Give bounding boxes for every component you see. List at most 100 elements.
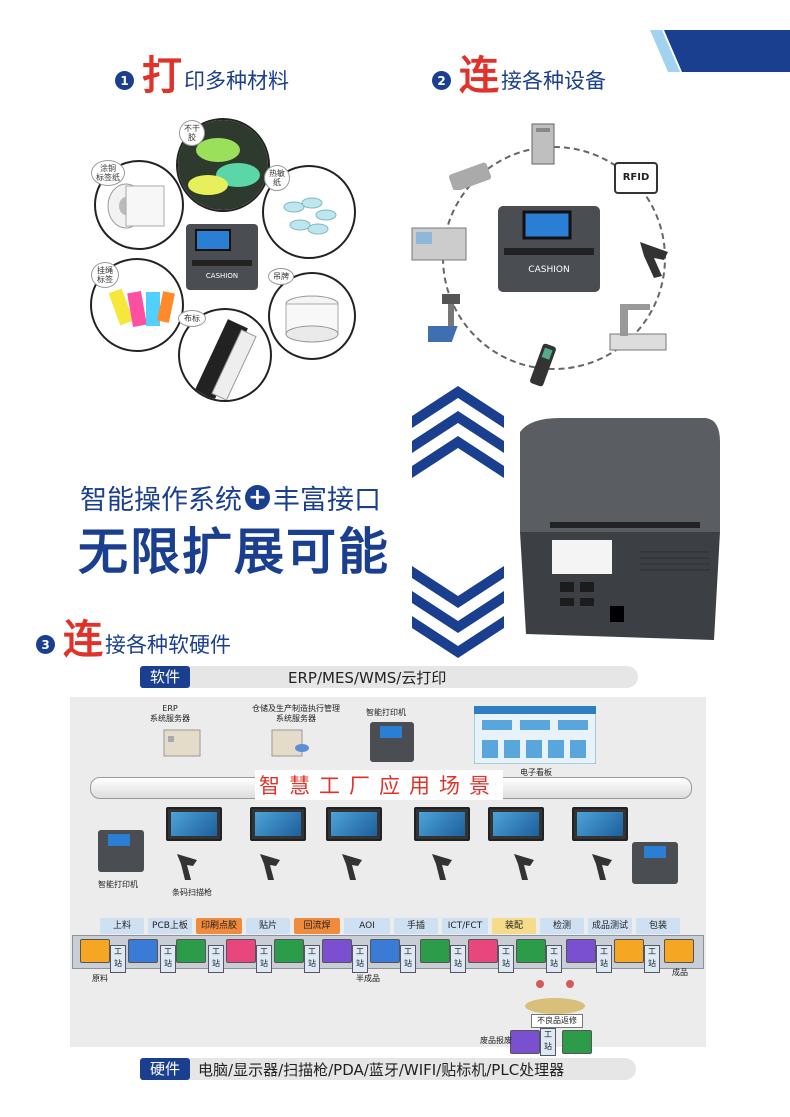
scrap-label: 废品报废	[480, 1036, 512, 1045]
raw-material-label: 原料	[92, 974, 108, 983]
section1-title-rest: 印多种材料	[184, 69, 289, 93]
product-tray	[322, 939, 352, 963]
section2-number-badge: 2	[432, 71, 451, 90]
hangtag-roll-image	[268, 272, 356, 360]
barcode-scanner-icon	[514, 854, 534, 880]
barcode-scanner-icon	[177, 854, 197, 880]
corner-accent-shape	[650, 30, 790, 72]
station-monitor	[166, 807, 222, 841]
software-tag: 软件	[140, 666, 191, 688]
weighing-scale-icon	[428, 294, 460, 342]
section2-heading: 2 连 接各种设备	[432, 56, 606, 96]
work-station-box: 工站	[596, 945, 612, 973]
work-station-box: 工站	[256, 945, 272, 973]
product-tray	[562, 1030, 592, 1054]
software-bar: 软件 ERP/MES/WMS/云打印	[140, 666, 638, 688]
product-tray	[566, 939, 596, 963]
barcode-scanner-icon	[432, 854, 452, 880]
barcode-scanner-icon	[342, 854, 362, 880]
erp-server-icon	[163, 729, 201, 757]
work-station-box: 工站	[644, 945, 660, 973]
top-printer-icon	[370, 722, 414, 762]
cloth-label: 布标	[178, 310, 206, 327]
top-printer-label: 智能打印机	[366, 708, 406, 717]
work-station-box: 工站	[304, 945, 320, 973]
nodry-label-roll-image	[176, 118, 270, 212]
hardware-list: 电脑/显示器/扫描枪/PDA/蓝牙/WIFI/贴标机/PLC处理器	[198, 1060, 565, 1079]
stage-label: 上料	[100, 918, 144, 934]
printer-brand-text: CASHION	[206, 272, 238, 280]
work-station-box: 工站	[400, 945, 416, 973]
work-station-box: 工站	[540, 1028, 556, 1056]
pc-tower-icon	[531, 123, 555, 165]
printer-brand-text: CASHION	[528, 265, 569, 275]
product-tray	[614, 939, 644, 963]
station-monitor	[326, 807, 382, 841]
pda-handheld-icon	[530, 343, 556, 387]
work-station-box: 工站	[498, 945, 514, 973]
rework-workers-icon	[525, 980, 585, 1014]
work-station-box: 工站	[546, 945, 562, 973]
section1-number-badge: 1	[115, 71, 134, 90]
tagline-line1: 智能操作系统 + 丰富接口	[80, 478, 381, 517]
station-monitor	[414, 807, 470, 841]
electronic-board-screen	[474, 706, 596, 764]
product-tray	[510, 1030, 540, 1054]
barcode-scanner-icon	[260, 854, 280, 880]
section1-heading: 1 打 印多种材料	[115, 56, 289, 96]
instrument-rack-icon	[411, 227, 467, 261]
left-printer-icon	[98, 830, 144, 872]
product-tray	[176, 939, 206, 963]
labeling-machine-icon	[609, 304, 667, 351]
stage-label: 手插	[394, 918, 438, 934]
nodry-label: 不干胶	[179, 120, 205, 146]
tag-rope-label: 挂绳标签	[91, 262, 119, 288]
work-station-box: 工站	[352, 945, 368, 973]
cashion-printer-large-image	[520, 418, 720, 640]
cashion-printer-small-image: CASHION	[186, 224, 258, 290]
chevron-up-icon	[412, 386, 504, 478]
product-tray	[370, 939, 400, 963]
section3-title-rest: 接各种软硬件	[105, 633, 231, 657]
station-monitor	[488, 807, 544, 841]
mes-server-icon	[271, 729, 309, 757]
section2-title-rest: 接各种设备	[501, 69, 606, 93]
product-tray	[80, 939, 110, 963]
product-tray	[420, 939, 450, 963]
factory-scene-title: 智慧工厂应用场景	[255, 770, 503, 800]
cashion-printer-center-image: CASHION	[498, 206, 600, 292]
stage-label: ICT/FCT	[442, 918, 488, 934]
work-station-box: 工站	[208, 945, 224, 973]
product-tray	[516, 939, 546, 963]
work-station-box: 工站	[160, 945, 176, 973]
section3-heading: 3 连 接各种软硬件	[36, 620, 231, 660]
coated-paper-label: 涂铜标签纸	[91, 160, 125, 186]
plus-icon: +	[245, 485, 270, 510]
right-printer-icon	[632, 842, 678, 884]
finished-product-label: 成品	[672, 968, 688, 977]
work-station-box: 工站	[110, 945, 126, 973]
stage-label: 检测	[540, 918, 584, 934]
process-stage-row: 上料 PCB上板 印刷点胶 贴片 回流焊 AOI 手插 ICT/FCT 装配 检…	[100, 918, 680, 934]
stage-label: 贴片	[246, 918, 290, 934]
semi-finished-label: 半成品	[356, 974, 380, 983]
product-tray	[468, 939, 498, 963]
stage-label: 包装	[636, 918, 680, 934]
tagline-interface: 丰富接口	[273, 485, 381, 516]
product-tray	[274, 939, 304, 963]
stage-label: 成品测试	[588, 918, 632, 934]
product-tray	[664, 939, 694, 963]
scanner-label: 条码扫描枪	[172, 888, 212, 897]
section3-number-badge: 3	[36, 635, 55, 654]
stage-label: AOI	[344, 918, 390, 934]
stage-label: 装配	[492, 918, 536, 934]
section3-big-char: 连	[63, 617, 103, 663]
station-monitor	[250, 807, 306, 841]
station-monitor	[572, 807, 628, 841]
hardware-tag: 硬件	[140, 1058, 191, 1080]
cloth-label-image	[178, 308, 272, 402]
section2-big-char: 连	[459, 53, 499, 99]
section1-big-char: 打	[142, 53, 182, 99]
mes-server-label: 仓储及生产制造执行管理系统服务器	[252, 704, 340, 723]
